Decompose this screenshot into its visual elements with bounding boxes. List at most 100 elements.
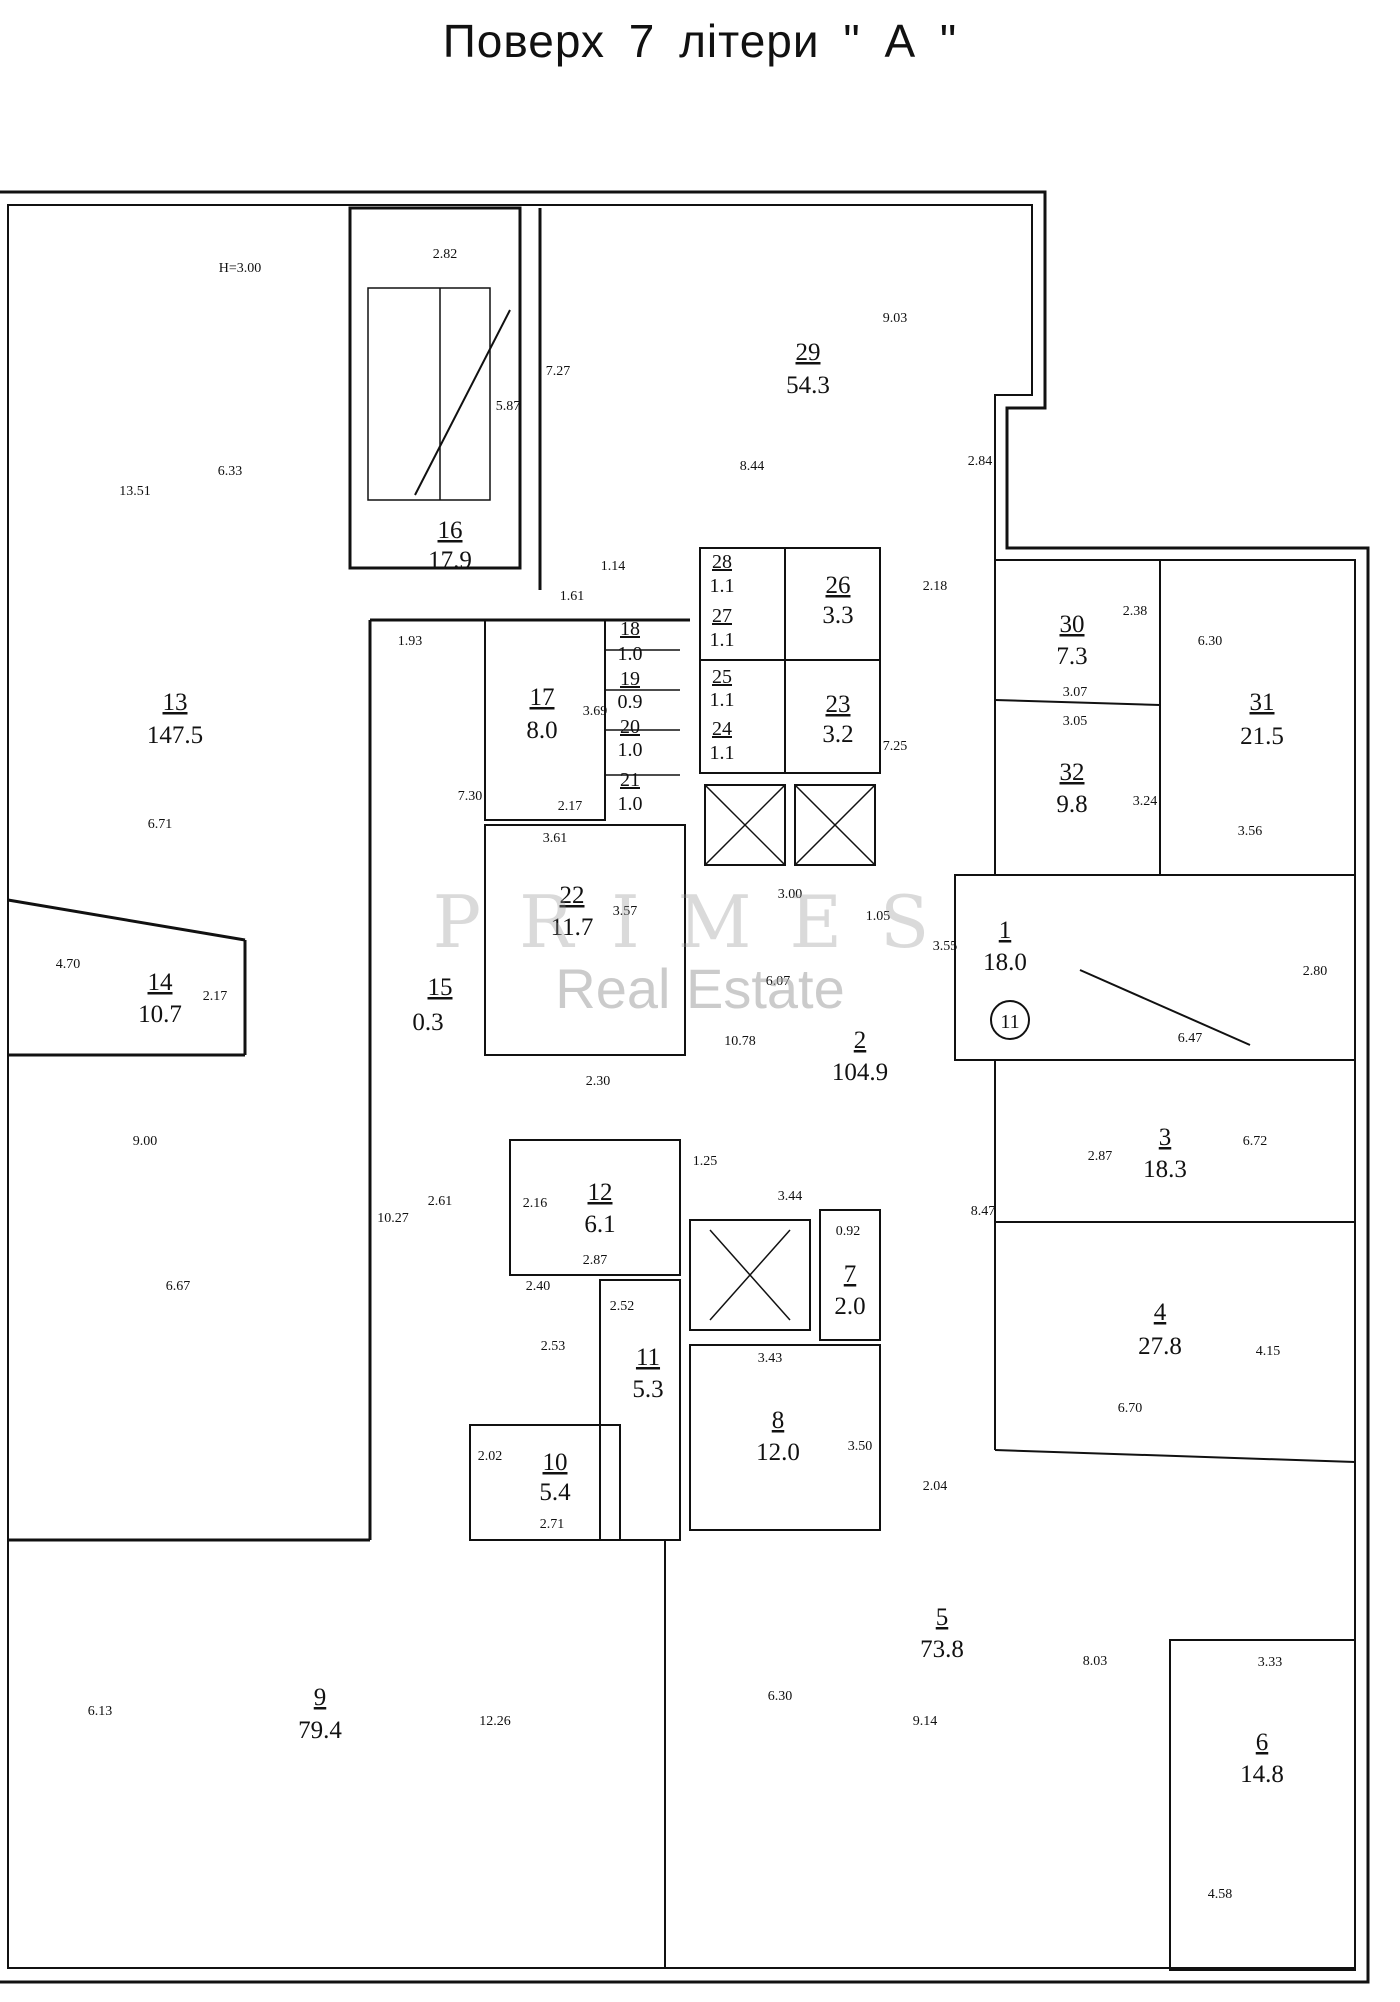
dim: 2.04 — [923, 1479, 948, 1494]
dim: 1.05 — [866, 909, 891, 924]
dim: 2.38 — [1123, 604, 1148, 619]
room-6-wall — [1169, 1639, 1356, 1971]
lift-1 — [704, 784, 786, 866]
dim: 3.07 — [1063, 685, 1088, 700]
room-1-area: 18.0 — [983, 949, 1027, 976]
room-13-area: 147.5 — [147, 722, 203, 749]
dim: 2.17 — [203, 989, 228, 1004]
dim: 4.70 — [56, 957, 81, 972]
room-19-area: 0.9 — [618, 691, 643, 713]
stair-16-wall — [348, 206, 522, 570]
room-3-area: 18.3 — [1143, 1156, 1187, 1183]
room-5-area: 73.8 — [920, 1636, 964, 1663]
room-1-num: 1 — [999, 917, 1012, 944]
dim: 5.87 — [496, 399, 521, 414]
dim: 3.05 — [1063, 714, 1088, 729]
watermark-brand: PRIMES — [432, 880, 968, 964]
room-28-num: 28 — [712, 551, 732, 573]
room-5-num: 5 — [936, 1604, 949, 1631]
room-32-num: 32 — [1060, 759, 1085, 786]
dim: 0.92 — [836, 1224, 861, 1239]
dim: 1.93 — [398, 634, 423, 649]
room-26-num: 26 — [826, 572, 851, 599]
room-10-wall — [469, 1424, 621, 1541]
room-30-num: 30 — [1060, 611, 1085, 638]
room-19-num: 19 — [620, 668, 640, 690]
dim: 1.61 — [560, 589, 585, 604]
room-29-area: 54.3 — [786, 372, 830, 399]
room-9-area: 79.4 — [298, 1717, 342, 1744]
dim: 2.16 — [523, 1196, 548, 1211]
room-12-area: 6.1 — [584, 1211, 615, 1238]
room-4-num: 4 — [1154, 1299, 1167, 1326]
room-26-area: 3.3 — [822, 602, 853, 629]
dim: 7.27 — [546, 364, 571, 379]
room-17-num: 17 — [530, 684, 555, 711]
dim: 8.47 — [971, 1204, 996, 1219]
dim: 2.87 — [1088, 1149, 1113, 1164]
dim: 3.61 — [543, 831, 568, 846]
dim: 3.50 — [848, 1439, 873, 1454]
dim: 4.15 — [1256, 1344, 1281, 1359]
room-16-num: 16 — [438, 517, 463, 544]
dim: 8.44 — [740, 459, 765, 474]
dim: 3.44 — [778, 1189, 803, 1204]
room-10-area: 5.4 — [539, 1479, 571, 1506]
watermark-tagline: Real Estate — [555, 957, 845, 1020]
room-11-area: 5.3 — [632, 1376, 663, 1403]
room-28-area: 1.1 — [710, 575, 735, 597]
room-14-num: 14 — [148, 969, 174, 996]
room-10-num: 10 — [543, 1449, 568, 1476]
room-8-area: 12.0 — [756, 1439, 800, 1466]
dim: 6.70 — [1118, 1401, 1143, 1416]
room-2-num: 2 — [854, 1027, 867, 1054]
dim: 2.30 — [586, 1074, 611, 1089]
dim: 6.13 — [88, 1704, 113, 1719]
outer-wall — [0, 190, 1370, 1984]
dim: 12.26 — [479, 1714, 511, 1729]
stair-1 — [954, 874, 1356, 1061]
room-22-num: 22 — [560, 882, 585, 909]
room-31-area: 21.5 — [1240, 723, 1284, 750]
dim: 2.52 — [610, 1299, 635, 1314]
dim: 1.25 — [693, 1154, 718, 1169]
dim: 7.25 — [883, 739, 908, 754]
dim: 6.30 — [1198, 634, 1223, 649]
room-29-num: 29 — [796, 339, 821, 366]
height-note: H=3.00 — [219, 261, 262, 276]
room-15-area: 0.3 — [412, 1009, 443, 1036]
room-3-num: 3 — [1159, 1124, 1172, 1151]
dim: 3.57 — [613, 904, 638, 919]
dim: 2.18 — [923, 579, 948, 594]
room-12-wall — [509, 1139, 681, 1276]
room-7-wall — [819, 1209, 881, 1341]
room-25-area: 1.1 — [710, 689, 735, 711]
dim: 3.55 — [933, 939, 958, 954]
dim: 3.00 — [778, 887, 803, 902]
room-27-num: 27 — [712, 605, 732, 627]
room-11-wall — [599, 1279, 681, 1541]
room-6-area: 14.8 — [1240, 1761, 1284, 1788]
room-23-num: 23 — [826, 691, 851, 718]
dim: 2.53 — [541, 1339, 566, 1354]
dim: 9.00 — [133, 1134, 158, 1149]
room-22-area: 11.7 — [551, 914, 594, 941]
room-12-num: 12 — [588, 1179, 613, 1206]
dim: 3.43 — [758, 1351, 783, 1366]
stair-mark: 11 — [1000, 1011, 1019, 1033]
room-27-area: 1.1 — [710, 629, 735, 651]
dim: 6.30 — [768, 1689, 793, 1704]
room-9-num: 9 — [314, 1684, 327, 1711]
dim: 6.71 — [148, 817, 173, 832]
dim: 2.87 — [583, 1253, 608, 1268]
dim: 3.56 — [1238, 824, 1263, 839]
dim: 2.02 — [478, 1449, 503, 1464]
dim: 10.78 — [724, 1034, 756, 1049]
dim: 7.30 — [458, 789, 483, 804]
dim: 2.82 — [433, 247, 458, 262]
dim: 6.47 — [1178, 1031, 1203, 1046]
dim: 4.58 — [1208, 1887, 1233, 1902]
room-32-area: 9.8 — [1056, 791, 1087, 818]
dim: 3.69 — [583, 704, 608, 719]
